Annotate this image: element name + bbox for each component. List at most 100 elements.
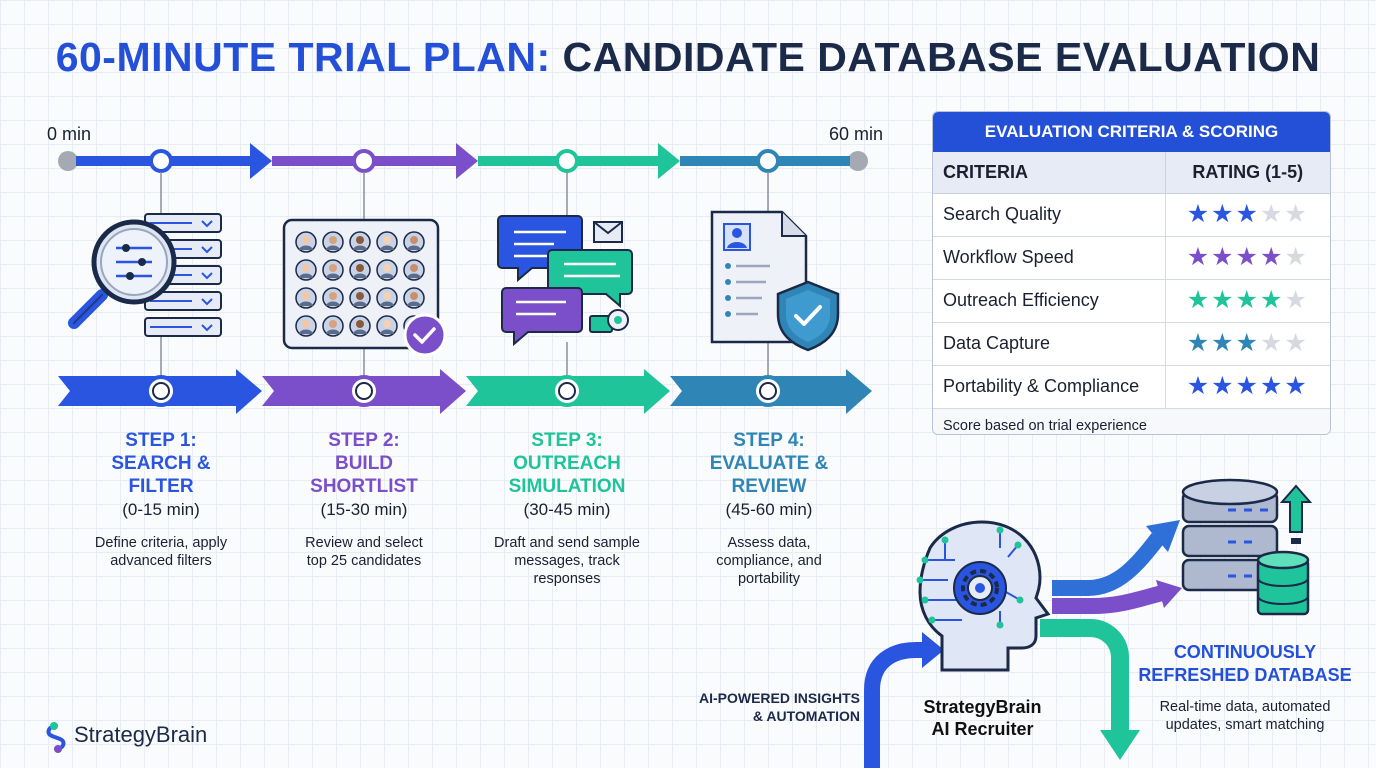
step-1-title-line3: FILTER	[128, 476, 194, 497]
table-row: Workflow Speed ★★★★★	[933, 236, 1330, 280]
star-filled-icon: ★	[1211, 200, 1236, 228]
magnifier-filter-icon	[68, 213, 222, 337]
step-3: STEP 3: OUTREACH SIMULATION (30-45 min) …	[467, 429, 667, 588]
candidate-avatar-icon	[349, 287, 371, 309]
star-rating: ★★★★★	[1164, 193, 1330, 237]
step-3-description: Draft and send sample messages, track re…	[467, 534, 667, 588]
candidate-avatar-icon	[295, 259, 317, 281]
star-filled-icon: ★	[1235, 329, 1260, 357]
star-empty-icon: ★	[1284, 243, 1309, 271]
star-filled-icon: ★	[1186, 372, 1212, 400]
candidate-avatar-icon	[376, 259, 398, 281]
table-row: Search Quality ★★★★★	[933, 193, 1330, 237]
candidate-avatar-icon	[376, 315, 398, 337]
candidate-grid-icon	[282, 218, 447, 357]
star-empty-icon: ★	[1259, 329, 1285, 357]
database-desc-line2: updates, smart matching	[1165, 717, 1325, 733]
star-rating: ★★★★★	[1164, 365, 1330, 409]
step-1-title: STEP 1: SEARCH & FILTER	[61, 429, 261, 498]
candidate-avatar-icon	[376, 231, 398, 253]
step-2-desc-line1: Review and select	[305, 535, 423, 551]
candidate-avatar-icon	[376, 287, 398, 309]
candidate-avatar-icon	[322, 315, 344, 337]
candidate-avatar-icon	[322, 259, 344, 281]
step-4-desc-line3: portability	[737, 571, 801, 587]
star-rating: ★★★★★	[1164, 279, 1330, 323]
star-rating: ★★★★★	[1164, 322, 1330, 366]
step-1-duration: (0-15 min)	[122, 500, 200, 519]
title-part2: CANDIDATE DATABASE EVALUATION	[562, 34, 1321, 80]
star-filled-icon: ★	[1235, 286, 1260, 314]
top-arrow-1	[76, 143, 272, 179]
star-filled-icon: ★	[1235, 200, 1260, 228]
step-4-title-line1: STEP 4:	[733, 430, 805, 451]
step-1-desc-line2: advanced filters	[110, 553, 212, 569]
star-filled-icon: ★	[1186, 200, 1212, 228]
step-3-title: STEP 3: OUTREACH SIMULATION	[467, 429, 667, 498]
database-description: Real-time data, automated updates, smart…	[1140, 698, 1350, 734]
step-2-title-line2: BUILD	[334, 453, 394, 474]
database-desc-line1: Real-time data, automated	[1159, 699, 1331, 715]
step-3-desc-line2: messages, track	[514, 553, 620, 569]
step-4: STEP 4: EVALUATE & REVIEW (45-60 min) As…	[669, 429, 869, 588]
star-empty-icon: ★	[1284, 286, 1309, 314]
criteria-header-row: CRITERIA RATING (1-5)	[933, 152, 1330, 194]
star-filled-icon: ★	[1235, 243, 1260, 271]
star-filled-icon: ★	[1259, 243, 1285, 271]
step-4-duration: (45-60 min)	[725, 500, 813, 519]
step-1-desc-line1: Define criteria, apply	[94, 535, 228, 551]
star-filled-icon: ★	[1211, 286, 1236, 314]
step-1-title-line1: STEP 1:	[125, 430, 197, 451]
bottom-chevrons	[58, 369, 872, 414]
table-row: Data Capture ★★★★★	[933, 322, 1330, 366]
star-filled-icon: ★	[1211, 329, 1236, 357]
ai-name-line1: StrategyBrain	[923, 697, 1042, 717]
star-filled-icon: ★	[1186, 243, 1212, 271]
step-2-description: Review and select top 25 candidates	[264, 534, 464, 570]
candidate-avatar-icon	[349, 259, 371, 281]
candidate-avatar-icon	[295, 315, 317, 337]
ai-name-line2: AI Recruiter	[931, 719, 1034, 739]
step-1-title-line2: SEARCH &	[111, 453, 211, 474]
table-row: Portability & Compliance ★★★★★	[933, 365, 1330, 409]
ai-insights-label: AI-POWERED INSIGHTS & AUTOMATION	[690, 689, 860, 725]
step-4-desc-line2: compliance, and	[716, 553, 822, 569]
step-2-title-line3: SHORTLIST	[310, 476, 418, 497]
ai-head-icon	[916, 520, 1051, 672]
candidate-avatar-icon	[322, 231, 344, 253]
star-filled-icon: ★	[1259, 372, 1285, 400]
timeline-start-label: 0 min	[47, 124, 92, 144]
star-filled-icon: ★	[1259, 286, 1285, 314]
step-1-description: Define criteria, apply advanced filters	[61, 534, 261, 570]
star-filled-icon: ★	[1211, 372, 1236, 400]
step-3-title-line2: OUTREACH	[513, 453, 621, 474]
star-rating: ★★★★★	[1164, 236, 1330, 280]
candidate-avatar-icon	[403, 259, 425, 281]
step-3-title-line3: SIMULATION	[508, 476, 626, 497]
ai-recruiter-label: StrategyBrain AI Recruiter	[905, 696, 1060, 740]
database-title-line1: CONTINUOUSLY	[1173, 642, 1317, 662]
star-filled-icon: ★	[1235, 372, 1260, 400]
candidate-avatar-icon	[403, 287, 425, 309]
step-4-title: STEP 4: EVALUATE & REVIEW	[669, 429, 869, 498]
star-filled-icon: ★	[1186, 286, 1212, 314]
step-4-title-line2: EVALUATE &	[709, 453, 829, 474]
database-icon	[1181, 478, 1313, 616]
step-2-desc-line2: top 25 candidates	[306, 553, 422, 569]
criteria-table: CRITERIA RATING (1-5) Search Quality ★★★…	[933, 152, 1330, 409]
page-title: 60-MINUTE TRIAL PLAN: CANDIDATE DATABASE…	[0, 34, 1376, 81]
star-filled-icon: ★	[1186, 329, 1212, 357]
step-3-desc-line1: Draft and send sample	[494, 535, 640, 551]
ai-flow-arrows	[864, 520, 1182, 768]
candidate-avatar-icon	[349, 231, 371, 253]
candidate-avatar-icon	[322, 287, 344, 309]
top-timeline	[58, 143, 868, 378]
criteria-footer: Score based on trial experience	[933, 408, 1330, 434]
candidate-avatar-icon	[295, 231, 317, 253]
step-2-duration: (15-30 min)	[320, 500, 408, 519]
star-filled-icon: ★	[1211, 243, 1236, 271]
step-2-title-line1: STEP 2:	[328, 430, 400, 451]
star-empty-icon: ★	[1259, 200, 1285, 228]
timeline-end-label: 60 min	[829, 124, 884, 144]
